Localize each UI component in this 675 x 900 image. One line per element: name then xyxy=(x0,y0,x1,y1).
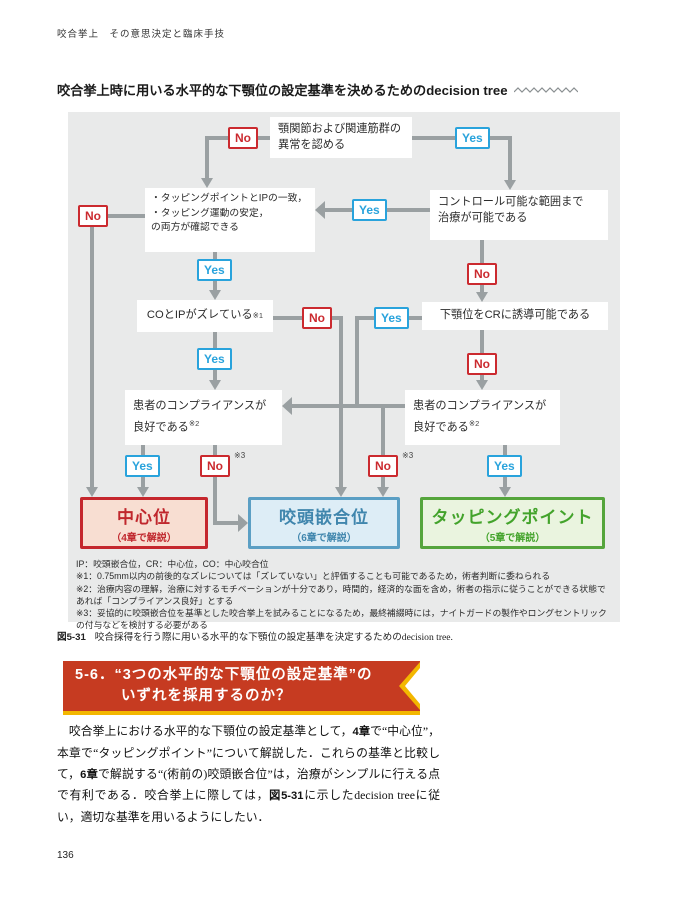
result-label: タッピングポイント xyxy=(431,507,594,527)
node-tapping-check: ・タッピングポイントとIPの一致， ・タッピング運動の安定， の両方が確認できる xyxy=(145,188,315,252)
node-cr-guidance: 下顎位をCRに誘導可能である xyxy=(422,302,608,330)
connector-line xyxy=(90,216,94,487)
zigzag-decoration-icon xyxy=(513,86,578,93)
arrowhead xyxy=(238,514,248,532)
arrowhead xyxy=(476,292,488,302)
note2-ref: ※2 xyxy=(188,419,200,428)
arrowhead xyxy=(499,487,511,497)
connector-line xyxy=(213,445,217,525)
note3-ref: ※3 xyxy=(402,451,414,460)
result-centric-relation: 中心位 （4章で解説） xyxy=(80,497,208,549)
decision-tree-diagram: 顎関節および関連筋群の 異常を認める ・タッピングポイントとIPの一致， ・タッ… xyxy=(68,112,620,630)
result-label: 中心位 xyxy=(117,507,171,527)
node-tmj-abnormality: 顎関節および関連筋群の 異常を認める xyxy=(270,117,412,158)
arrowhead xyxy=(476,380,488,390)
note3-ref: ※3 xyxy=(234,451,246,460)
ribbon-notch-white xyxy=(405,668,420,704)
figure-caption: 図5-31 咬合採得を行う際に用いる水平的な下顎位の設定基準を決定するためのdec… xyxy=(57,629,453,643)
node-compliance-left: 患者のコンプライアンスが 良好である※2 xyxy=(125,390,282,445)
section-heading-banner: 5-6．“3つの水平的な下顎位の設定基準”の いずれを採用するのか？ xyxy=(63,661,420,711)
result-sublabel: （6章で解説） xyxy=(291,532,357,544)
connector-line xyxy=(355,316,359,408)
arrowhead xyxy=(137,487,149,497)
arrowhead xyxy=(377,487,389,497)
connector-line xyxy=(292,404,405,408)
node-compliance-right: 患者のコンプライアンスが 良好である※2 xyxy=(405,390,560,445)
node-control-range: コントロール可能な範囲まで 治療が可能である xyxy=(430,190,608,240)
figure-footnotes: IP：咬頭嵌合位，CR：中心位，CO：中心咬合位※1：0.75mm以内の前後的な… xyxy=(76,559,607,631)
yes-label: Yes xyxy=(455,127,490,149)
connector-line xyxy=(92,214,145,218)
yes-label: Yes xyxy=(125,455,160,477)
connector-line xyxy=(381,406,385,487)
yes-label: Yes xyxy=(197,348,232,370)
section-heading: 5-6．“3つの水平的な下顎位の設定基準”の いずれを採用するのか？ xyxy=(63,661,420,707)
figure-caption-label: 図5-31 xyxy=(57,632,86,643)
note1-ref: ※1 xyxy=(252,311,264,321)
running-header: 咬合挙上 その意思決定と臨床手技 xyxy=(57,29,226,40)
yes-label: Yes xyxy=(374,307,409,329)
connector-line xyxy=(339,316,343,487)
figure-title: 咬合挙上時に用いる水平的な下顎位の設定基準を決めるためのdecision tre… xyxy=(57,80,578,99)
note2-ref: ※2 xyxy=(468,419,480,428)
result-sublabel: （5章で解説） xyxy=(479,532,546,544)
node-co-ip-deviation: COとIPがズレている※1 xyxy=(137,300,273,332)
no-label: No xyxy=(200,455,230,477)
arrowhead xyxy=(209,290,221,300)
arrowhead xyxy=(315,201,325,219)
arrowhead xyxy=(209,380,221,390)
no-label: No xyxy=(467,263,497,285)
arrowhead xyxy=(201,178,213,188)
body-paragraph: 咬合挙上における水平的な下顎位の設定基準として，4章で“中心位”，本章で“タッピ… xyxy=(57,724,440,825)
no-label: No xyxy=(78,205,108,227)
arrowhead xyxy=(335,487,347,497)
no-label: No xyxy=(302,307,332,329)
no-label: No xyxy=(368,455,398,477)
result-intercuspal-position: 咬頭嵌合位 （6章で解説） xyxy=(248,497,400,549)
yes-label: Yes xyxy=(352,199,387,221)
banner-underline xyxy=(63,711,420,715)
result-label: 咬頭嵌合位 xyxy=(279,507,369,527)
connector-line xyxy=(508,136,512,180)
arrowhead xyxy=(282,397,292,415)
result-tapping-point: タッピングポイント （5章で解説） xyxy=(420,497,605,549)
section-heading-line2: いずれを採用するのか？ xyxy=(121,688,292,704)
figure-caption-text: 咬合採得を行う際に用いる水平的な下顎位の設定基準を決定するためのdecision… xyxy=(94,632,453,643)
no-label: No xyxy=(467,353,497,375)
yes-label: Yes xyxy=(487,455,522,477)
yes-label: Yes xyxy=(197,259,232,281)
figure-title-text: 咬合挙上時に用いる水平的な下顎位の設定基準を決めるためのdecision tre… xyxy=(57,83,508,98)
no-label: No xyxy=(228,127,258,149)
connector-line xyxy=(205,136,209,178)
arrowhead xyxy=(504,180,516,190)
section-heading-line1: 5-6．“3つの水平的な下顎位の設定基準”の xyxy=(75,667,373,683)
page-number: 136 xyxy=(57,850,74,861)
arrowhead xyxy=(86,487,98,497)
result-sublabel: （4章で解説） xyxy=(111,532,177,544)
connector-line xyxy=(213,521,238,525)
